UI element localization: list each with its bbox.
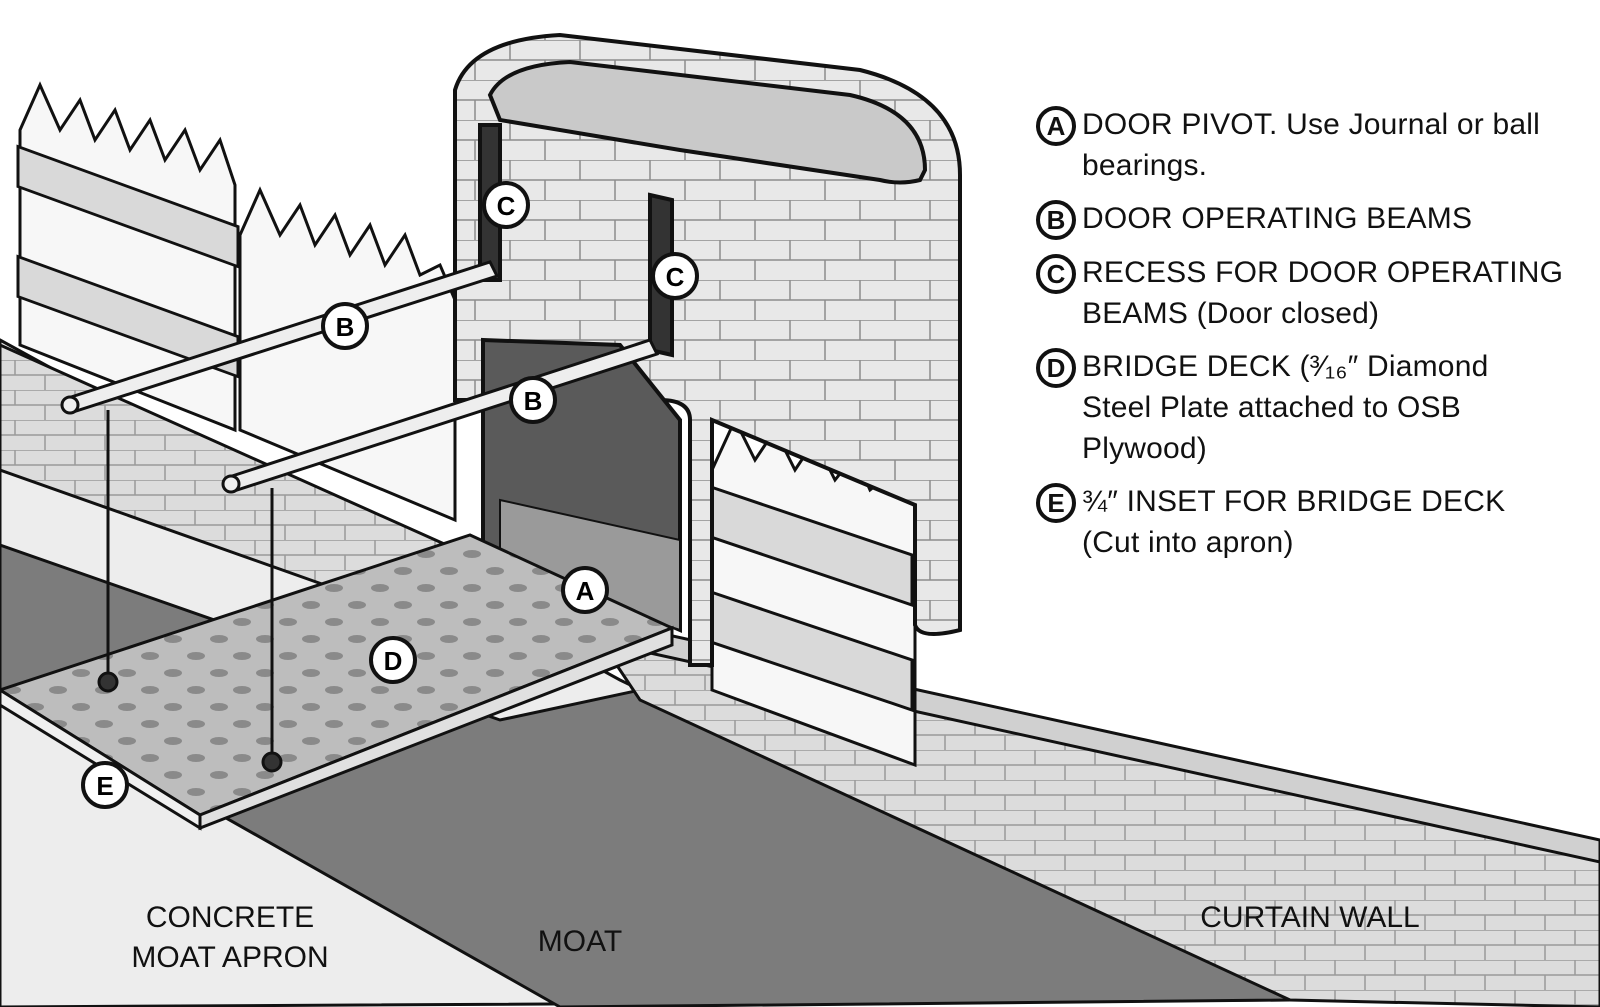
callout-c-left: C <box>482 181 530 229</box>
operating-beams <box>60 260 660 494</box>
callout-c-right: C <box>651 252 699 300</box>
legend-badge: A <box>1036 106 1076 146</box>
legend-text: ¾″ INSET FOR BRIDGE DECK (Cut into apron… <box>1082 485 1506 559</box>
svg-text:B: B <box>524 386 543 416</box>
legend-badge: D <box>1036 348 1076 388</box>
svg-text:E: E <box>96 771 113 801</box>
label-moat: MOAT <box>537 925 623 958</box>
svg-text:B: B <box>336 312 355 342</box>
svg-text:D: D <box>384 646 403 676</box>
legend-text: DOOR PIVOT. Use Journal or ball bearings… <box>1082 108 1541 182</box>
svg-text:C: C <box>666 262 685 292</box>
legend-text: RECESS FOR DOOR OPERATING BEAMS (Door cl… <box>1082 256 1564 330</box>
lift-chains <box>97 410 283 773</box>
legend-item-e: E ¾″ INSET FOR BRIDGE DECK (Cut into apr… <box>1036 481 1566 563</box>
fence-left <box>16 81 240 433</box>
legend-badge: B <box>1036 200 1076 240</box>
callout-b-upper: B <box>321 302 369 350</box>
legend-item-c: C RECESS FOR DOOR OPERATING BEAMS (Door … <box>1036 252 1566 334</box>
legend-item-b: B DOOR OPERATING BEAMS <box>1036 198 1566 240</box>
legend-text: BRIDGE DECK (³⁄₁₆″ Diamond Steel Plate a… <box>1082 350 1489 465</box>
svg-text:A: A <box>576 576 595 606</box>
callout-a: A <box>561 566 609 614</box>
legend-item-d: D BRIDGE DECK (³⁄₁₆″ Diamond Steel Plate… <box>1036 346 1566 469</box>
legend-text: DOOR OPERATING BEAMS <box>1082 202 1473 235</box>
legend-badge: C <box>1036 254 1076 294</box>
label-curtain-wall: CURTAIN WALL <box>1200 901 1420 934</box>
legend-badge: E <box>1036 483 1076 523</box>
callout-d: D <box>369 636 417 684</box>
bridge-deck <box>0 533 676 831</box>
label-concrete-moat-apron: CONCRETE MOAT APRON <box>131 901 329 974</box>
legend: A DOOR PIVOT. Use Journal or ball bearin… <box>1036 104 1566 575</box>
callout-b-lower: B <box>509 376 557 424</box>
legend-item-a: A DOOR PIVOT. Use Journal or ball bearin… <box>1036 104 1566 186</box>
callout-e: E <box>81 761 129 809</box>
svg-text:C: C <box>497 191 516 221</box>
